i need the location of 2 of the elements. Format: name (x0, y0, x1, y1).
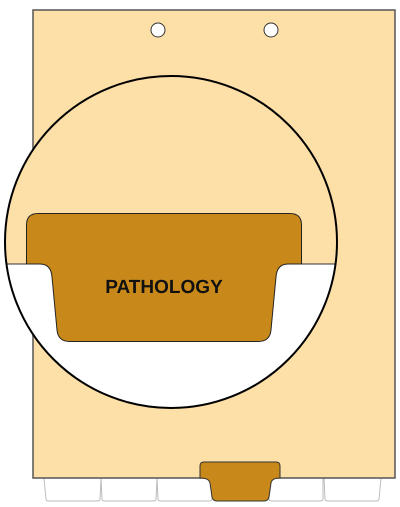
divider-tab (26, 213, 302, 342)
tab-label: PATHOLOGY (105, 277, 223, 299)
